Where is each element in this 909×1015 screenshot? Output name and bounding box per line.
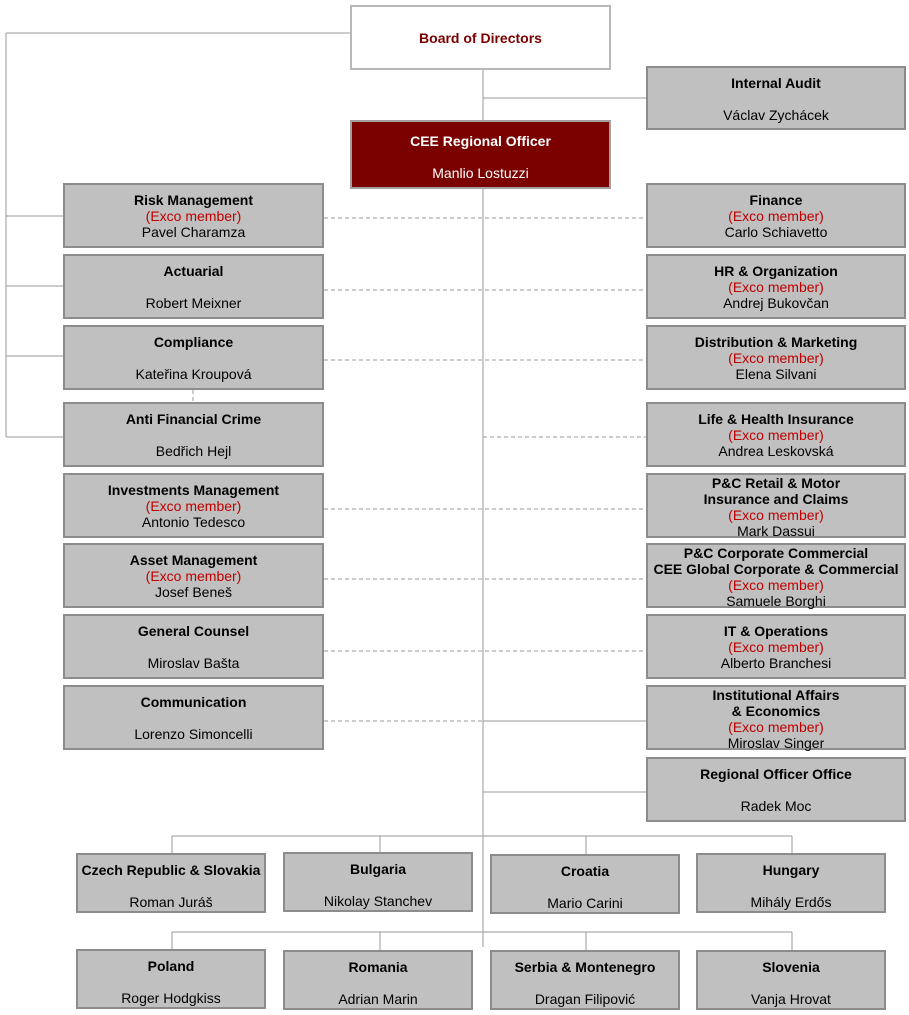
unit-distribution-and-marketing-title: Distribution & Marketing [694,334,858,350]
unit-finance-box: Finance(Exco member)Carlo Schiavetto [646,183,906,248]
unit-regional-officer-office-name: Radek Moc [740,798,812,814]
unit-risk-management-name: Pavel Charamza [141,224,246,240]
unit-life-and-health-insurance-name: Andrea Leskovská [718,443,834,459]
unit-finance-title: Finance [749,192,803,208]
board-title: Board of Directors [419,30,542,46]
country-romania-name: Adrian Marin [338,991,418,1007]
unit-investments-management-name: Antonio Tedesco [141,514,246,530]
country-slovenia-title: Slovenia [762,959,820,975]
country-croatia-title: Croatia [560,863,610,879]
unit-risk-management-box: Risk Management(Exco member)Pavel Charam… [63,183,324,248]
country-serbia-and-montenegro-name: Dragan Filipović [534,991,636,1007]
country-poland-name: Roger Hodgkiss [121,990,221,1006]
unit-it-and-operations-title: IT & Operations [723,623,829,639]
ceo-name: Manlio Lostuzzi [432,165,529,181]
unit-investments-management-exco-label: (Exco member) [145,498,242,514]
unit-pandc-corporate-commercial-cee-global-corporate-and-commercial-name: Samuele Borghi [726,593,826,609]
unit-pandc-retail-and-motor-insurance-and-claims-name: Mark Dassui [737,523,815,539]
ceo-box: CEE Regional Officer Manlio Lostuzzi [350,120,611,189]
unit-anti-financial-crime-title: Anti Financial Crime [125,411,262,427]
unit-compliance-name: Kateřina Kroupová [135,366,252,382]
country-croatia-name: Mario Carini [547,895,623,911]
unit-hr-and-organization-exco-label: (Exco member) [728,279,824,295]
unit-institutional-affairs-and-economics-name: Miroslav Singer [727,735,825,751]
unit-hr-and-organization-name: Andrej Bukovčan [723,295,829,311]
country-czech-republic-and-slovakia-title: Czech Republic & Slovakia [81,862,261,878]
unit-compliance-title: Compliance [153,334,234,350]
unit-it-and-operations-name: Alberto Branchesi [720,655,832,671]
unit-risk-management-title: Risk Management [133,192,254,208]
unit-communication-title: Communication [140,694,247,710]
unit-it-and-operations-box: IT & Operations(Exco member)Alberto Bran… [646,614,906,679]
unit-life-and-health-insurance-box: Life & Health Insurance(Exco member)Andr… [646,402,906,467]
unit-institutional-affairs-and-economics-exco-label: (Exco member) [728,719,824,735]
ceo-title: CEE Regional Officer [410,133,551,149]
country-romania-title: Romania [348,959,408,975]
unit-life-and-health-insurance-exco-label: (Exco member) [728,427,824,443]
internal-audit-box: Internal Audit Václav Zychácek [646,66,906,130]
unit-asset-management-exco-label: (Exco member) [145,568,242,584]
unit-distribution-and-marketing-name: Elena Silvani [735,366,817,382]
unit-general-counsel-title: General Counsel [137,623,250,639]
country-serbia-and-montenegro-title: Serbia & Montenegro [514,959,656,975]
unit-asset-management-box: Asset Management(Exco member)Josef Beneš [63,543,324,608]
unit-investments-management-box: Investments Management(Exco member)Anton… [63,473,324,538]
unit-asset-management-name: Josef Beneš [154,584,233,600]
country-poland-title: Poland [147,958,195,974]
unit-pandc-retail-and-motor-insurance-and-claims-exco-label: (Exco member) [728,507,824,523]
country-bulgaria-name: Nikolay Stanchev [323,893,433,909]
unit-hr-and-organization-box: HR & Organization(Exco member)Andrej Buk… [646,254,906,319]
unit-finance-name: Carlo Schiavetto [724,224,828,240]
internal-audit-name: Václav Zychácek [723,107,829,123]
country-slovenia-name: Vanja Hrovat [751,991,831,1007]
unit-pandc-corporate-commercial-cee-global-corporate-and-commercial-exco-label: (Exco member) [728,577,824,593]
country-hungary-title: Hungary [762,862,820,878]
unit-asset-management-title: Asset Management [129,552,258,568]
unit-actuarial-title: Actuarial [163,263,224,279]
unit-distribution-and-marketing-exco-label: (Exco member) [728,350,824,366]
unit-it-and-operations-exco-label: (Exco member) [728,639,824,655]
unit-general-counsel-name: Miroslav Bašta [147,655,240,671]
internal-audit-title: Internal Audit [731,75,821,91]
unit-communication-name: Lorenzo Simoncelli [134,726,253,742]
country-hungary-name: Mihály Erdős [750,894,832,910]
country-czech-republic-and-slovakia-name: Roman Juráš [129,894,213,910]
unit-anti-financial-crime-name: Bedřich Hejl [155,443,232,459]
board-of-directors-box: Board of Directors [350,5,611,70]
country-bulgaria-title: Bulgaria [349,861,406,877]
unit-finance-exco-label: (Exco member) [728,208,824,224]
unit-distribution-and-marketing-box: Distribution & Marketing(Exco member)Ele… [646,325,906,390]
unit-institutional-affairs-and-economics-box: Institutional Affairs& Economics(Exco me… [646,685,906,751]
unit-risk-management-exco-label: (Exco member) [145,208,242,224]
unit-institutional-affairs-and-economics-title: Institutional Affairs& Economics [712,687,840,719]
unit-actuarial-name: Robert Meixner [145,295,242,311]
unit-hr-and-organization-title: HR & Organization [714,263,838,279]
unit-life-and-health-insurance-title: Life & Health Insurance [698,411,854,427]
unit-investments-management-title: Investments Management [107,482,280,498]
unit-regional-officer-office-title: Regional Officer Office [700,766,852,782]
